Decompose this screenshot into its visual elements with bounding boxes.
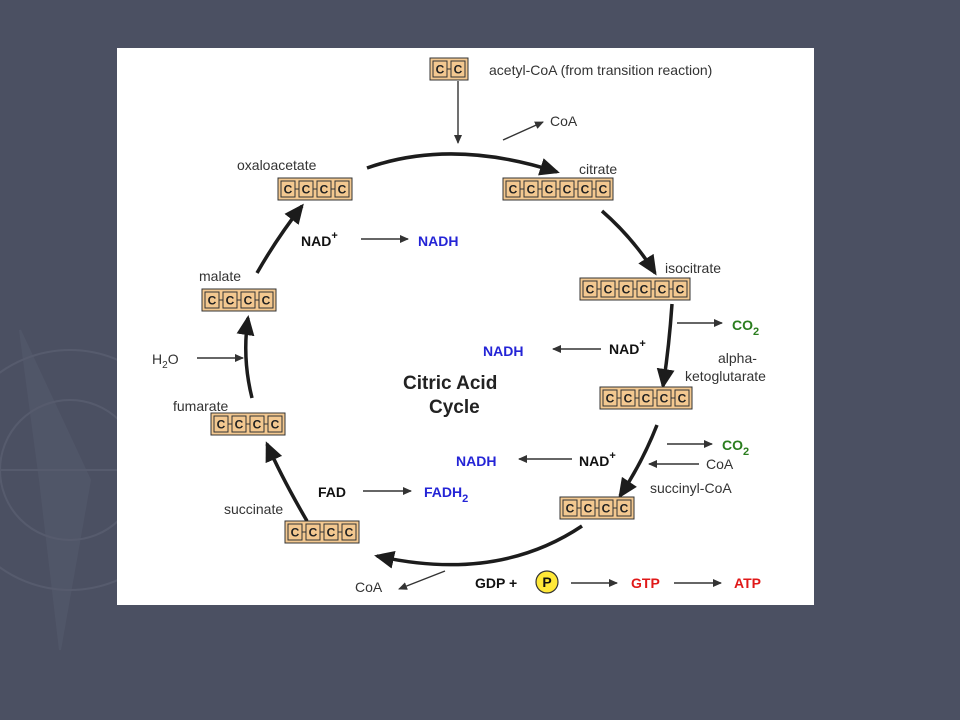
carbon-atom-letter: C — [622, 283, 631, 297]
carbon-atom-letter: C — [327, 526, 336, 540]
alpha-ketoglutarate-label-line1: alpha- — [718, 350, 757, 366]
coa-release-arrow-top — [502, 121, 544, 141]
coa-label-bottom: CoA — [355, 579, 383, 595]
gdp-label: GDP + — [475, 575, 517, 591]
co2-label-isocitrate: CO2 — [732, 317, 759, 338]
fumarate-label: fumarate — [173, 398, 228, 414]
carbon-atom-letter: C — [345, 526, 354, 540]
carbon-atom-letter: C — [660, 392, 669, 406]
carbon-atom-letter: C — [566, 502, 575, 516]
nad-label-isocitrate-step: NAD+ — [609, 338, 646, 357]
acetyl-coa-label: acetyl-CoA (from transition reaction) — [489, 62, 712, 78]
succinyl-coa-label: succinyl-CoA — [650, 480, 732, 496]
malate-label: malate — [199, 268, 241, 284]
carbon-atom-letter: C — [338, 183, 347, 197]
phosphate-circle — [535, 570, 559, 594]
coa-label-top: CoA — [550, 113, 578, 129]
cycle-arrow-succinylcoa-to-succinate — [374, 524, 583, 569]
cycle-title-line1: Citric Acid — [403, 373, 497, 394]
carbon-atom-letter: C — [642, 392, 651, 406]
carbon-atom-letter: C — [624, 392, 633, 406]
carbon-atom-letter: C — [284, 183, 293, 197]
cycle-arrow-fumarate-to-malate — [236, 315, 255, 399]
carbon-atom-box — [595, 180, 611, 198]
carbon-atom-box — [341, 523, 357, 541]
carbon-atom-letter: C — [586, 283, 595, 297]
carbon-atom-box — [672, 280, 688, 298]
carbon-atom-letter: C — [271, 418, 280, 432]
nadh-label-isocitrate-step: NADH — [483, 343, 523, 359]
carbon-atom-box — [450, 60, 466, 78]
carbon-atom-box — [334, 180, 350, 198]
water-label: H2O — [152, 351, 179, 371]
carbon-atom-letter: C — [584, 502, 593, 516]
carbon-atom-letter: C — [226, 294, 235, 308]
carbon-atom-letter: C — [217, 418, 226, 432]
fad-label: FAD — [318, 484, 346, 500]
carbon-atom-letter: C — [436, 63, 445, 77]
carbon-atom-letter: C — [320, 183, 329, 197]
carbon-atom-letter: C — [602, 502, 611, 516]
carbon-atom-letter: C — [309, 526, 318, 540]
phosphate-label: P — [542, 574, 551, 590]
carbon-atom-letter: C — [678, 392, 687, 406]
carbon-atom-letter: C — [620, 502, 629, 516]
fadh2-label: FADH2 — [424, 484, 468, 505]
carbon-atom-letter: C — [640, 283, 649, 297]
alpha-ketoglutarate-label-line2: ketoglutarate — [685, 368, 766, 384]
carbon-atom-letter: C — [527, 183, 536, 197]
cycle-arrow-succinate-to-fumarate — [265, 441, 309, 522]
cycle-arrow-isocitrate-to-alpha — [656, 303, 675, 389]
atp-label: ATP — [734, 575, 761, 591]
carbon-atom-letter: C — [235, 418, 244, 432]
carbon-atom-letter: C — [676, 283, 685, 297]
cycle-title-line2: Cycle — [429, 397, 480, 418]
carbon-atom-box — [616, 499, 632, 517]
carbon-atom-letter: C — [604, 283, 613, 297]
cycle-arrow-citrate-to-isocitrate — [600, 209, 657, 276]
gtp-label: GTP — [631, 575, 660, 591]
carbon-atom-letter: C — [262, 294, 271, 308]
carbon-atom-letter: C — [658, 283, 667, 297]
carbon-atom-letter: C — [208, 294, 217, 308]
carbon-atom-letter: C — [606, 392, 615, 406]
carbon-atom-letter: C — [454, 63, 463, 77]
carbon-atom-letter: C — [253, 418, 262, 432]
carbon-atom-letter: C — [563, 183, 572, 197]
carbon-atom-letter: C — [581, 183, 590, 197]
carbon-atom-letter: C — [509, 183, 518, 197]
succinate-label: succinate — [224, 501, 283, 517]
nad-label-malate-step: NAD+ — [301, 230, 338, 249]
coa-label-alpha: CoA — [706, 456, 734, 472]
cycle-arrow-malate-to-oxaloacetate — [255, 203, 304, 274]
nad-label-alpha-step: NAD+ — [579, 450, 616, 469]
carbon-atom-box — [258, 291, 274, 309]
carbon-atom-letter: C — [545, 183, 554, 197]
cycle-arrow-alpha-to-succinylcoa — [618, 424, 659, 499]
nadh-label-alpha-step: NADH — [456, 453, 496, 469]
carbon-atom-letter: C — [244, 294, 253, 308]
carbon-atom-letter: C — [302, 183, 311, 197]
co2-label-alpha: CO2 — [722, 437, 749, 458]
carbon-atom-box — [267, 415, 283, 433]
oxaloacetate-label: oxaloacetate — [237, 157, 317, 173]
cycle-arrow-oxaloacetate-to-citrate — [366, 152, 560, 176]
isocitrate-label: isocitrate — [665, 260, 721, 276]
carbon-atom-letter: C — [291, 526, 300, 540]
nadh-label-malate-step: NADH — [418, 233, 458, 249]
carbon-atom-letter: C — [599, 183, 608, 197]
coa-release-arrow-bottom — [398, 570, 446, 590]
citrate-label: citrate — [579, 161, 617, 177]
carbon-atom-box — [674, 389, 690, 407]
